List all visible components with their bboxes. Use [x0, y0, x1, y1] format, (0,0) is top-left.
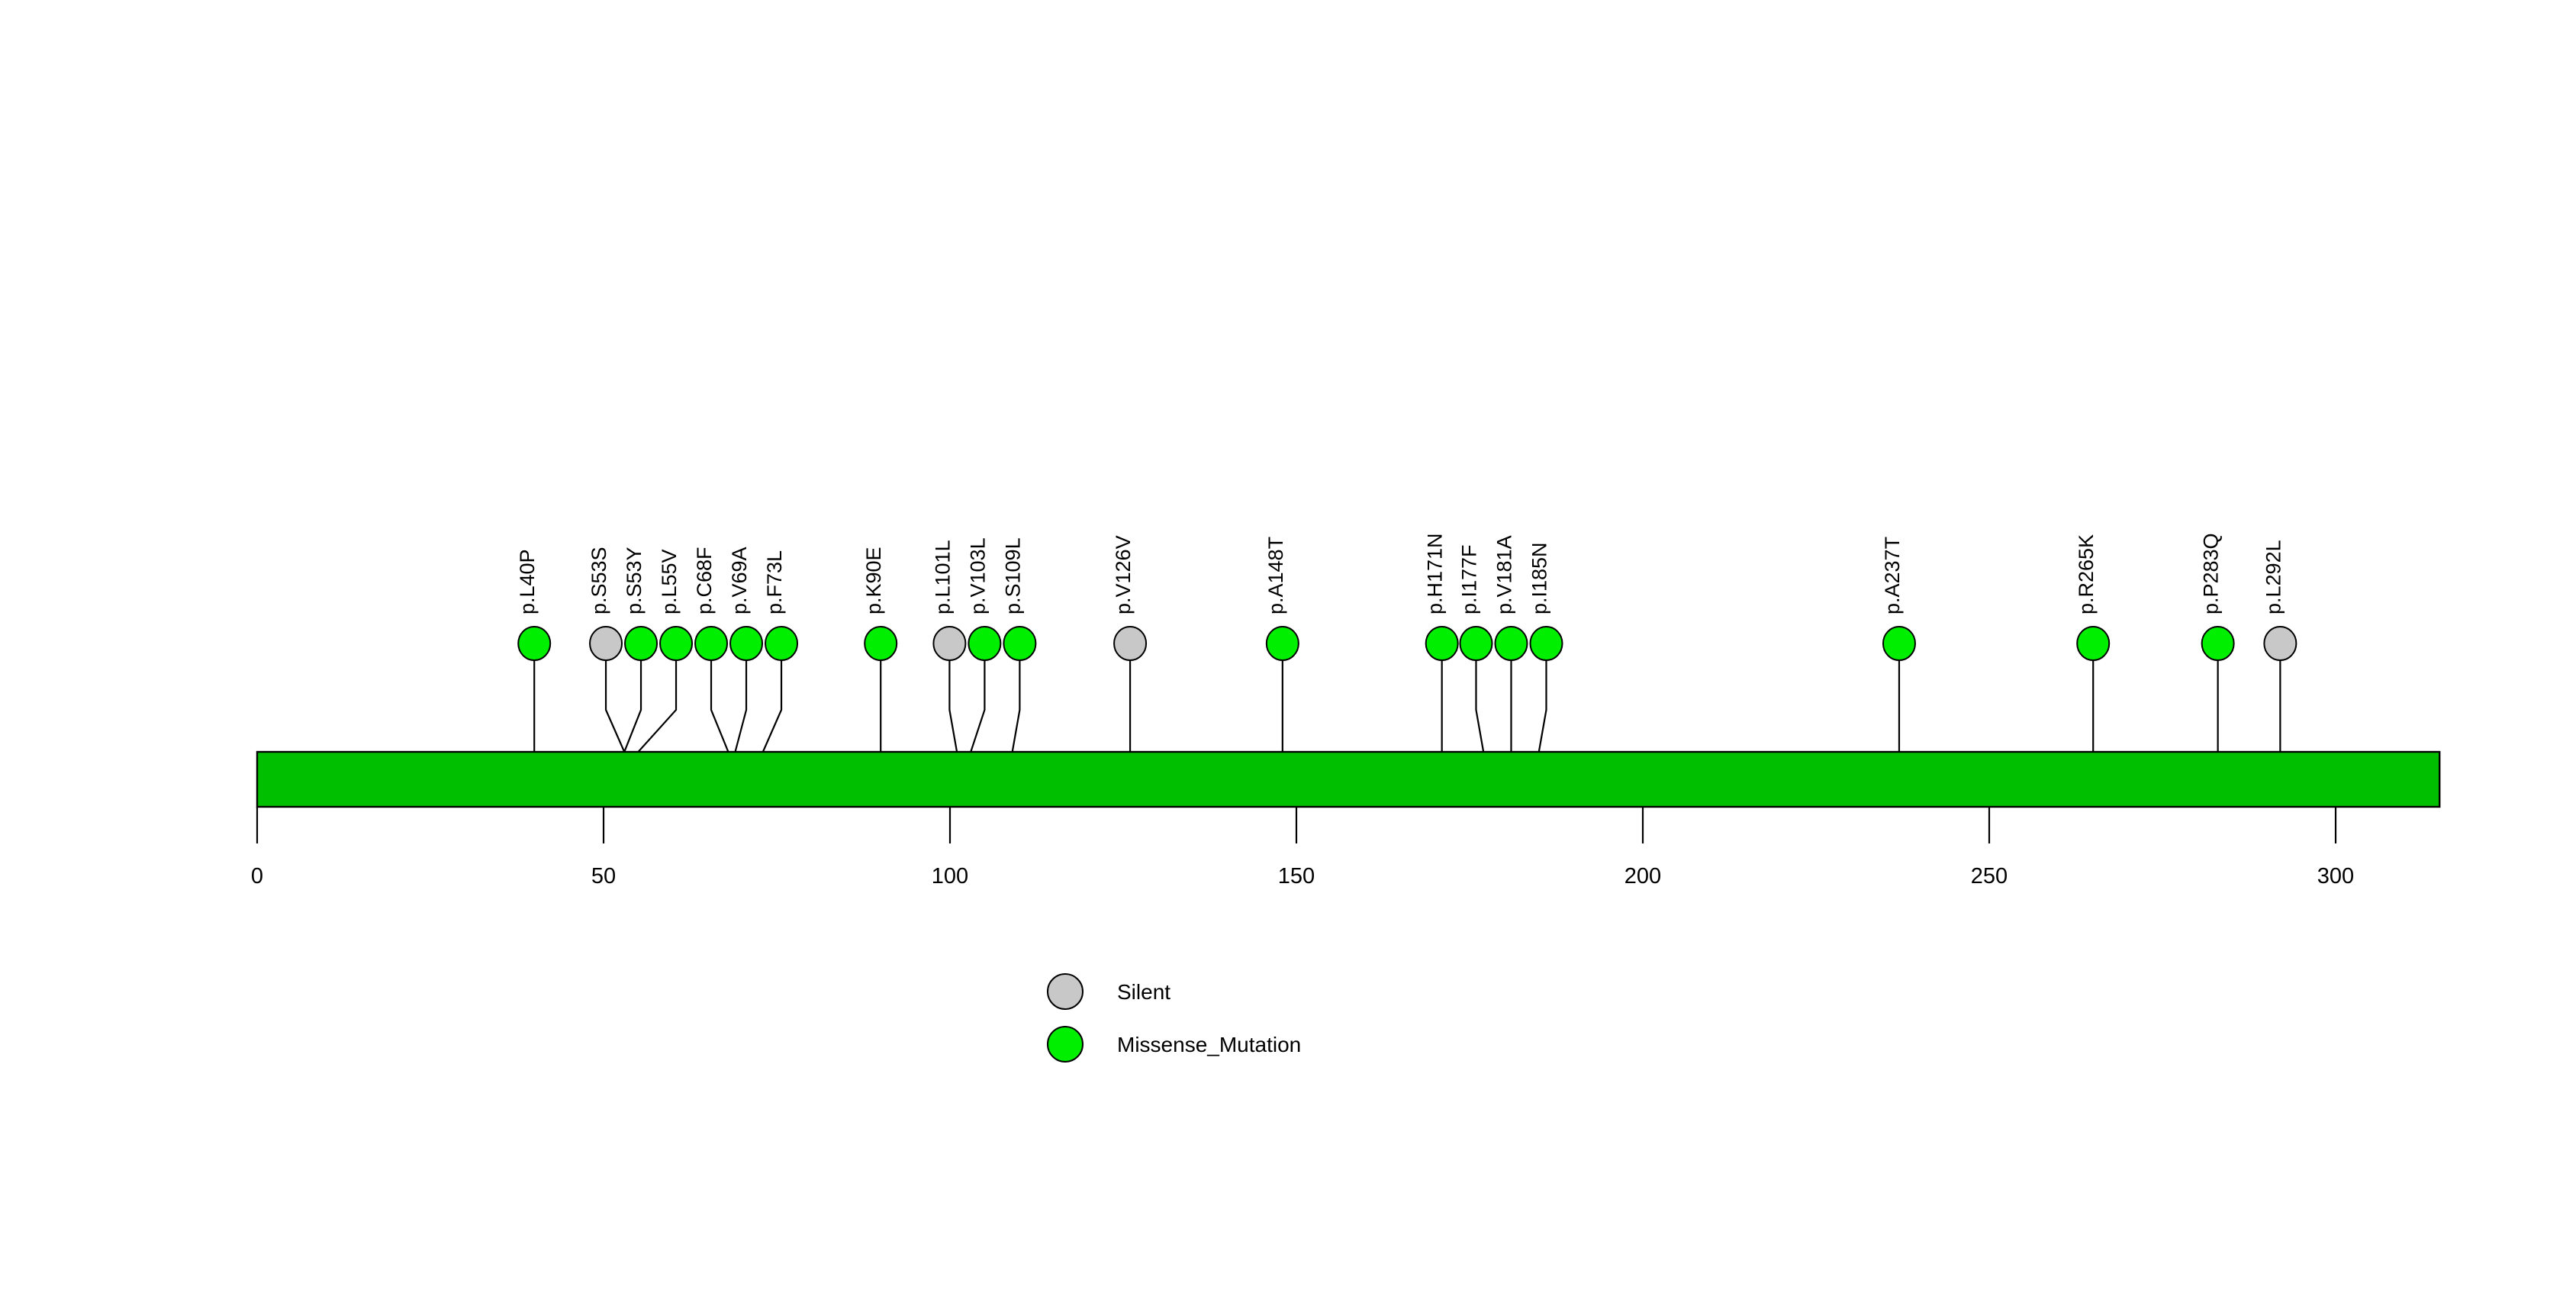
legend-swatch-silent[interactable] [1047, 973, 1084, 1010]
lollipop-node[interactable] [864, 626, 898, 661]
lollipop-node[interactable] [1425, 626, 1459, 661]
lollipop-node[interactable] [765, 626, 799, 661]
mutation-label: p.V103L [966, 537, 989, 614]
legend-label-missense_mutation: Missense_Mutation [1117, 1033, 1301, 1056]
lollipop-layer [517, 626, 2297, 661]
lollipop-node[interactable] [2201, 626, 2235, 661]
lollipop-node[interactable] [1882, 626, 1916, 661]
lollipop-node[interactable] [1113, 626, 1148, 661]
mutation-label: p.L55V [658, 549, 681, 614]
lollipop-node[interactable] [932, 626, 967, 661]
mutation-label: p.I177F [1457, 544, 1480, 614]
protein-backbone-layer [256, 750, 2441, 808]
lollipop-node[interactable] [624, 626, 658, 661]
lollipop-node[interactable] [517, 626, 552, 661]
axis-tick-label: 50 [591, 864, 616, 888]
axis-tick-label: 250 [1971, 864, 2008, 888]
lollipop-node[interactable] [1529, 626, 1563, 661]
axis-layer: 0 50 100 150 200 250 300 [251, 807, 2354, 888]
lollipop-node[interactable] [659, 626, 694, 661]
mutation-label: p.A148T [1264, 537, 1287, 614]
mutation-label: p.L292L [2262, 540, 2285, 614]
mutation-label: p.K90E [862, 547, 885, 614]
mutation-label: p.C68F [693, 547, 716, 614]
mutation-label: p.I185N [1528, 542, 1550, 614]
protein-backbone [256, 750, 2441, 808]
mutation-label: p.S53S [588, 547, 610, 614]
mutation-label: p.S53Y [623, 547, 646, 614]
lollipop-node[interactable] [1003, 626, 1037, 661]
mutation-label: p.V181A [1492, 535, 1515, 614]
mutation-label: p.V69A [728, 547, 751, 614]
lollipop-node[interactable] [2076, 626, 2111, 661]
axis-tick-label: 0 [251, 864, 263, 888]
mutation-label: p.A237T [1881, 537, 1904, 614]
lollipop-node[interactable] [968, 626, 1002, 661]
lollipop-node[interactable] [694, 626, 729, 661]
axis-tick-label: 150 [1278, 864, 1315, 888]
mutation-label: p.F73L [763, 550, 786, 614]
mutation-label: p.R265K [2075, 534, 2098, 614]
mutation-label: p.H171N [1424, 533, 1447, 614]
mutation-labels-layer: p.L40P p.S53S p.S53Y p.L55V p.C68F p.V69A p.F7… [516, 533, 2285, 614]
lollipop-node[interactable] [1459, 626, 1493, 661]
lollipop-node[interactable] [589, 626, 623, 661]
axis-tick-label: 300 [2317, 864, 2354, 888]
lollipop-node[interactable] [2263, 626, 2297, 661]
axis-tick-label: 200 [1624, 864, 1661, 888]
legend-label-silent: Silent [1117, 980, 1170, 1004]
mutation-label: p.L40P [516, 549, 539, 614]
axis-tick-label: 100 [932, 864, 968, 888]
lollipop-node[interactable] [1265, 626, 1299, 661]
lollipop-node[interactable] [1494, 626, 1528, 661]
mutation-label: p.V126V [1112, 535, 1135, 614]
mutation-label: p.P283Q [2200, 533, 2223, 614]
lollipop-node[interactable] [729, 626, 764, 661]
mutation-label: p.L101L [931, 540, 954, 614]
legend-swatch-missense_mutation[interactable] [1047, 1026, 1084, 1063]
mutation-label: p.S109L [1001, 537, 1024, 614]
